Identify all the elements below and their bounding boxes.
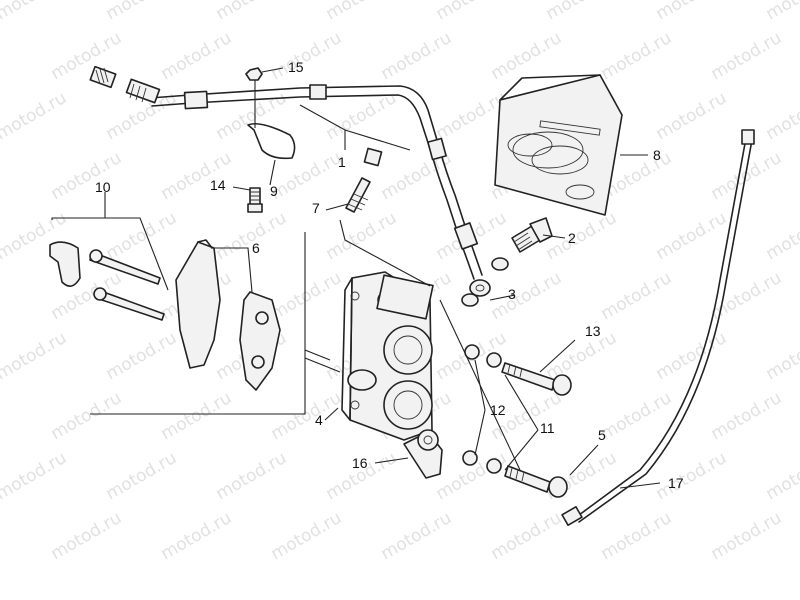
washer bbox=[486, 352, 502, 368]
caliper-screw bbox=[247, 187, 263, 213]
callout-1: 1 bbox=[338, 154, 346, 170]
watermark-text: motod.ru bbox=[378, 28, 456, 84]
brake-pads bbox=[175, 239, 281, 391]
watermark-text: motod.ru bbox=[48, 148, 126, 204]
watermark-text: motod.ru bbox=[213, 448, 291, 504]
watermark-text: motod.ru bbox=[323, 208, 401, 264]
callout-2: 2 bbox=[568, 230, 576, 246]
leader-lines bbox=[104, 67, 661, 489]
watermark-text: motod.ru bbox=[708, 28, 786, 84]
seal-kit-bag bbox=[494, 74, 623, 216]
watermark-text: motod.ru bbox=[763, 0, 800, 24]
watermark-text: motod.ru bbox=[488, 28, 566, 84]
watermark-text: motod.ru bbox=[763, 88, 800, 144]
watermark-text: motod.ru bbox=[488, 268, 566, 324]
watermark-text: motod.ru bbox=[598, 388, 676, 444]
watermark-text: motod.ru bbox=[158, 388, 236, 444]
callout-labels: 1 2 3 4 5 6 7 8 9 10 11 12 13 14 15 16 1… bbox=[95, 59, 684, 491]
watermark-text: motod.ru bbox=[708, 148, 786, 204]
watermark-text: motod.ru bbox=[48, 388, 126, 444]
watermark-text: motod.ru bbox=[213, 88, 291, 144]
watermark-text: motod.ru bbox=[0, 0, 70, 24]
callout-17: 17 bbox=[668, 475, 684, 491]
watermark-text: motod.ru bbox=[543, 328, 621, 384]
mounting-bolt-lower bbox=[504, 465, 568, 498]
brake-hose bbox=[149, 84, 491, 297]
callout-14: 14 bbox=[210, 177, 226, 193]
pad-pins bbox=[49, 241, 165, 321]
callout-7: 7 bbox=[312, 200, 320, 216]
watermark-text: motod.ru bbox=[158, 28, 236, 84]
hose-end-fitting bbox=[89, 65, 161, 104]
watermark-text: motod.ru bbox=[268, 508, 346, 564]
callout-3: 3 bbox=[508, 286, 516, 302]
watermark-text: motod.ru bbox=[653, 88, 731, 144]
callout-4: 4 bbox=[315, 412, 323, 428]
watermark-text: motod.ru bbox=[323, 0, 401, 24]
watermark-text: motod.ru bbox=[763, 208, 800, 264]
callout-15: 15 bbox=[288, 59, 304, 75]
watermark-text: motod.ru bbox=[653, 328, 731, 384]
watermark-text: motod.ru bbox=[653, 0, 731, 24]
watermark-text: motod.ru bbox=[378, 508, 456, 564]
watermark-text: motod.ru bbox=[763, 448, 800, 504]
callout-6: 6 bbox=[252, 240, 260, 256]
watermark-text: motod.ru bbox=[103, 208, 181, 264]
callout-10: 10 bbox=[95, 179, 111, 195]
watermark-text: motod.ru bbox=[103, 328, 181, 384]
watermark-text: motod.ru bbox=[653, 208, 731, 264]
callout-12: 12 bbox=[490, 402, 506, 418]
washer bbox=[461, 293, 479, 307]
watermark-text: motod.ru bbox=[0, 88, 70, 144]
nut bbox=[245, 67, 263, 81]
spring-clip bbox=[247, 122, 296, 160]
bleeder-screw bbox=[345, 147, 383, 213]
watermark-text: motod.ru bbox=[268, 28, 346, 84]
callout-13: 13 bbox=[585, 323, 601, 339]
watermark-text: motod.ru bbox=[708, 508, 786, 564]
washer bbox=[491, 257, 509, 271]
cable bbox=[561, 129, 755, 526]
watermark-text: motod.ru bbox=[598, 508, 676, 564]
watermark-text: motod.ru bbox=[103, 448, 181, 504]
watermark-text: motod.ru bbox=[598, 268, 676, 324]
watermark-text: motod.ru bbox=[0, 328, 70, 384]
callout-11: 11 bbox=[540, 420, 555, 436]
callout-5: 5 bbox=[598, 427, 606, 443]
watermark-text: motod.ru bbox=[103, 0, 181, 24]
callout-9: 9 bbox=[270, 183, 278, 199]
watermark-text: motod.ru bbox=[268, 388, 346, 444]
bracket bbox=[403, 429, 443, 479]
watermark-text: motod.ru bbox=[543, 0, 621, 24]
watermark-text: motod.ru bbox=[433, 0, 511, 24]
brake-caliper bbox=[341, 271, 434, 441]
washer bbox=[486, 458, 502, 474]
callout-8: 8 bbox=[653, 147, 661, 163]
watermark-text: motod.ru bbox=[598, 28, 676, 84]
watermark-text: motod.ru bbox=[158, 508, 236, 564]
watermark-text: motod.ru bbox=[708, 388, 786, 444]
watermark-text: motod.ru bbox=[653, 448, 731, 504]
watermark-text: motod.ru bbox=[0, 448, 70, 504]
callout-16: 16 bbox=[352, 455, 368, 471]
watermark-text: motod.ru bbox=[48, 508, 126, 564]
watermark-text: motod.ru bbox=[213, 0, 291, 24]
watermark-text: motod.ru bbox=[268, 148, 346, 204]
mounting-bolt-upper bbox=[501, 362, 572, 396]
assembly-group-lines bbox=[51, 217, 431, 415]
watermark-text: motod.ru bbox=[488, 508, 566, 564]
watermark-text: motod.ru bbox=[268, 268, 346, 324]
washer bbox=[462, 450, 478, 466]
watermark-text: motod.ru bbox=[763, 328, 800, 384]
